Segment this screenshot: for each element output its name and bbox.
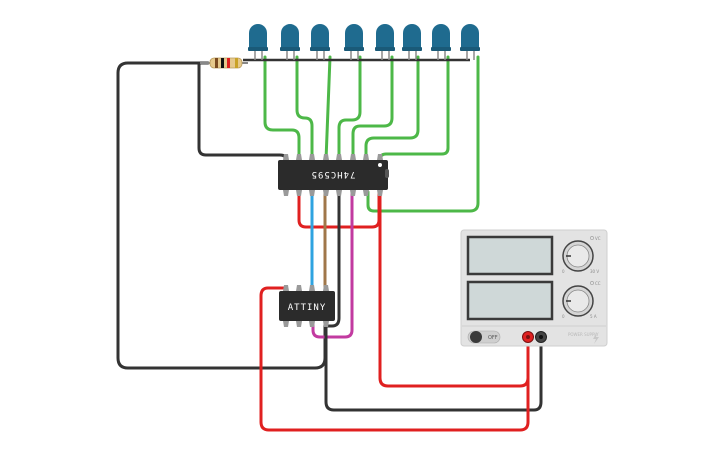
wire-green-led-7[interactable] bbox=[378, 55, 450, 162]
wire-black-resistor-595[interactable] bbox=[197, 61, 288, 162]
cc-indicator-icon bbox=[590, 281, 594, 285]
attiny-pins-pin-b2[interactable] bbox=[296, 321, 302, 327]
attiny-pins-pin-b1[interactable] bbox=[283, 321, 289, 327]
wire-green-led-1[interactable] bbox=[263, 55, 301, 162]
wire-green-led-2[interactable] bbox=[295, 55, 314, 162]
attiny-pins bbox=[283, 285, 329, 327]
wire-green-led-5[interactable] bbox=[351, 55, 394, 162]
chip595-pins-pin-t5[interactable] bbox=[336, 154, 342, 160]
led-3[interactable] bbox=[310, 24, 330, 60]
power-supply[interactable]: VC CC 0 30 V 0 5 A OFF POWER SUPPLY bbox=[460, 229, 608, 347]
attiny-pins-pin-t1[interactable] bbox=[283, 285, 289, 291]
chip595-pins-pin-b3[interactable] bbox=[309, 190, 315, 196]
led-8[interactable] bbox=[460, 24, 480, 60]
attiny-chip[interactable]: ATTINY bbox=[279, 285, 335, 327]
attiny-label: ATTINY bbox=[288, 303, 327, 313]
led-6[interactable] bbox=[402, 24, 422, 60]
chip595-pins-pin-t1[interactable] bbox=[283, 154, 289, 160]
led-2[interactable] bbox=[280, 24, 300, 60]
voltage-display bbox=[466, 235, 554, 276]
current-knob[interactable] bbox=[562, 285, 594, 317]
knob-voltage-label: VC bbox=[595, 236, 601, 241]
current-display bbox=[466, 280, 554, 321]
chip595-pins-pin-t8[interactable] bbox=[377, 154, 383, 160]
vc-indicator-icon bbox=[590, 236, 594, 240]
chip595-pins-pin-b6[interactable] bbox=[350, 190, 356, 196]
led-7[interactable] bbox=[431, 24, 451, 60]
attiny-pins-pin-t3[interactable] bbox=[309, 285, 315, 291]
chip595-pins-pin-t3[interactable] bbox=[309, 154, 315, 160]
knob-current-min: 0 bbox=[562, 314, 565, 319]
chip595-pins-pin-b4[interactable] bbox=[323, 190, 329, 196]
knob-voltage-max: 30 V bbox=[590, 269, 599, 274]
chip595-pins-pin-b7[interactable] bbox=[363, 190, 369, 196]
chip595-pins-pin-b1[interactable] bbox=[283, 190, 289, 196]
lightning-icon bbox=[593, 332, 599, 344]
knob-current-max: 5 A bbox=[590, 314, 597, 319]
led-1[interactable] bbox=[248, 24, 268, 60]
attiny-pins-pin-t4[interactable] bbox=[323, 285, 329, 291]
chip595-pins-pin-t7[interactable] bbox=[363, 154, 369, 160]
wire-green-led-4[interactable] bbox=[337, 55, 362, 162]
attiny-pins-pin-b3[interactable] bbox=[309, 321, 315, 327]
wire-red-attiny-supply[interactable] bbox=[259, 286, 530, 432]
chip595-pins-pin-t2[interactable] bbox=[296, 154, 302, 160]
wire-green-led-3[interactable] bbox=[324, 55, 332, 162]
wire-black-ground-loop[interactable] bbox=[116, 61, 327, 370]
wire-black-attiny-supply[interactable] bbox=[324, 323, 543, 412]
chip595-pins-pin-t4[interactable] bbox=[323, 154, 329, 160]
wire-green-led-8[interactable] bbox=[366, 55, 480, 213]
led-5[interactable] bbox=[375, 24, 395, 60]
attiny-pins-pin-b4[interactable] bbox=[323, 321, 329, 327]
led-array bbox=[248, 24, 480, 60]
power-switch[interactable]: OFF bbox=[467, 330, 501, 344]
wire-magenta-latch[interactable] bbox=[311, 190, 354, 339]
chip595-pins-pin-b5[interactable] bbox=[336, 190, 342, 196]
attiny-pins-pin-t2[interactable] bbox=[296, 285, 302, 291]
resistor[interactable] bbox=[200, 57, 248, 69]
voltage-knob[interactable] bbox=[562, 240, 594, 272]
wires bbox=[116, 55, 543, 432]
wire-green-led-6[interactable] bbox=[364, 55, 420, 162]
chip595-pins-pin-t6[interactable] bbox=[350, 154, 356, 160]
shift-register-chip[interactable]: 74HC595 bbox=[278, 154, 389, 196]
power-switch-label: OFF bbox=[488, 335, 498, 341]
brand-text: POWER SUPPLY bbox=[568, 332, 599, 337]
chip595-pins-pin-b8[interactable] bbox=[377, 190, 383, 196]
chip595-pins-pin-b2[interactable] bbox=[296, 190, 302, 196]
knob-current-label: CC bbox=[595, 281, 601, 286]
shift-register-label: 74HC595 bbox=[311, 169, 356, 179]
knob-voltage-min: 0 bbox=[562, 269, 565, 274]
shift-register-pins bbox=[283, 154, 383, 196]
wire-black-595-attiny[interactable] bbox=[323, 190, 341, 328]
led-4[interactable] bbox=[344, 24, 364, 60]
